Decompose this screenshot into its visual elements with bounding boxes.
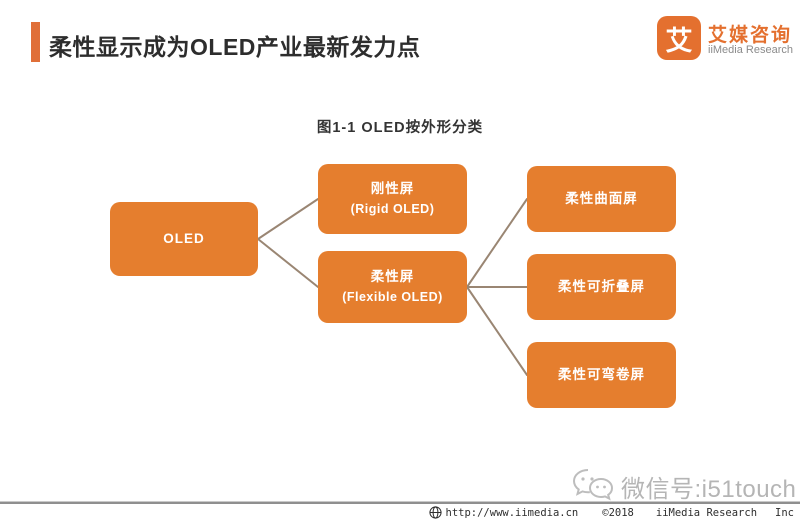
- figure-caption: 图1-1 OLED按外形分类: [316, 120, 484, 136]
- node-rigid-oled: 刚性屏 (Rigid OLED): [318, 164, 467, 234]
- node-flexible-oled: 柔性屏 (Flexible OLED): [318, 251, 467, 323]
- node-curved-screen: 柔性曲面屏: [527, 166, 676, 232]
- node-oled-label: OLED: [163, 230, 205, 246]
- globe-icon: [428, 506, 442, 519]
- footer-copyright: ©2018: [602, 506, 634, 519]
- iimedia-logo-icon: 艾: [657, 16, 701, 60]
- logo-name-en: iiMedia Research: [708, 44, 793, 56]
- node-oled: OLED: [110, 202, 258, 276]
- node-flexible-label-cn: 柔性屏: [370, 268, 415, 284]
- footer-suffix: Inc: [775, 506, 794, 519]
- footer-divider: [0, 501, 800, 504]
- page-title: 柔性显示成为OLED产业最新发力点: [49, 34, 421, 60]
- wechat-icon: [572, 469, 614, 501]
- footer-url: http://www.iimedia.cn: [445, 506, 579, 519]
- node-rollable-screen: 柔性可弯卷屏: [527, 342, 676, 408]
- node-foldable-label: 柔性可折叠屏: [558, 278, 645, 294]
- wechat-watermark: 微信号:i51touch: [571, 466, 796, 506]
- footer-company: iiMedia Research: [655, 506, 758, 519]
- footer: http://www.iimedia.cn ©2018 iiMedia Rese…: [428, 506, 794, 519]
- node-foldable-screen: 柔性可折叠屏: [527, 254, 676, 320]
- title-accent-bar: [31, 22, 40, 62]
- watermark-text: 微信号:i51touch: [621, 475, 797, 503]
- logo-name-cn: 艾媒咨询: [708, 25, 793, 46]
- node-rigid-label-cn: 刚性屏: [370, 180, 415, 196]
- node-flexible-label-en: (Flexible OLED): [342, 289, 443, 304]
- iimedia-logo: 艾 艾媒咨询 iiMedia Research: [657, 15, 797, 63]
- node-curved-label: 柔性曲面屏: [565, 190, 638, 206]
- node-rigid-label-en: (Rigid OLED): [350, 201, 435, 216]
- node-rollable-label: 柔性可弯卷屏: [558, 366, 645, 382]
